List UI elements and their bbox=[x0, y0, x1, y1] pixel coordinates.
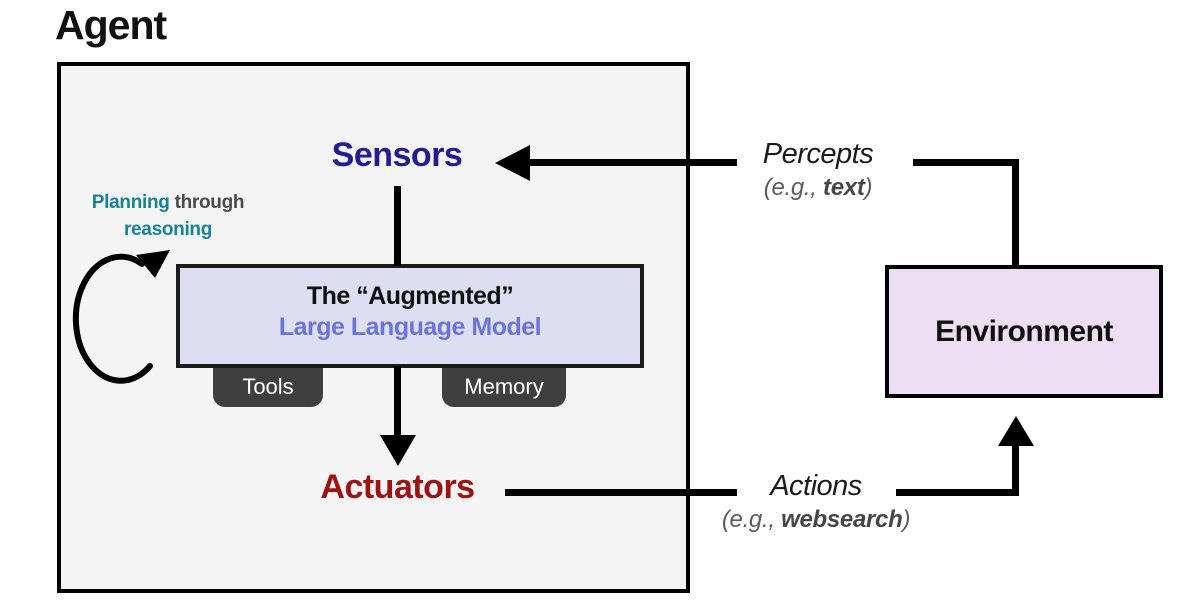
percepts-flow-label: Percepts (e.g., text) bbox=[735, 138, 901, 202]
planning-word: Planning bbox=[91, 192, 170, 213]
llm-title-line2: Large Language Model bbox=[278, 313, 542, 342]
percepts-line-vertical bbox=[1012, 159, 1019, 266]
percepts-example-keyword: text bbox=[823, 174, 865, 201]
actions-example-suffix: ) bbox=[902, 506, 911, 533]
llm-to-actuators-line bbox=[394, 366, 401, 436]
tools-tab: Tools bbox=[213, 368, 323, 407]
self-loop-arrow-icon bbox=[72, 250, 170, 384]
actions-line-left bbox=[505, 489, 737, 496]
environment-label: Environment bbox=[935, 314, 1113, 348]
actions-example-prefix: (e.g., bbox=[721, 506, 782, 533]
sensors-label: Sensors bbox=[331, 136, 463, 174]
actuators-label: Actuators bbox=[320, 468, 475, 506]
actions-arrowhead-icon bbox=[998, 416, 1034, 446]
percepts-example-prefix: (e.g., bbox=[763, 174, 824, 201]
percepts-line-right bbox=[913, 159, 1019, 166]
actions-label: Actions bbox=[770, 470, 862, 502]
actions-line-right bbox=[896, 489, 1019, 496]
actions-example: (e.g., websearch) bbox=[686, 506, 946, 534]
reasoning-word: reasoning bbox=[123, 218, 213, 240]
augmented-llm-box: The “Augmented” Large Language Model bbox=[176, 264, 644, 368]
environment-box: Environment bbox=[885, 265, 1163, 398]
percepts-arrowhead-icon bbox=[495, 145, 530, 181]
actions-flow-label: Actions (e.g., websearch) bbox=[686, 470, 946, 534]
percepts-example-suffix: ) bbox=[864, 174, 873, 201]
percepts-label: Percepts bbox=[762, 138, 874, 170]
sensors-to-llm-line bbox=[394, 186, 401, 266]
agent-title: Agent bbox=[55, 2, 167, 48]
actions-example-keyword: websearch bbox=[781, 506, 903, 533]
through-word: through bbox=[174, 192, 245, 213]
memory-tab: Memory bbox=[442, 368, 566, 407]
actions-line-vertical bbox=[1012, 443, 1019, 496]
percepts-example: (e.g., text) bbox=[735, 174, 901, 202]
planning-reasoning-label: Planning through reasoning bbox=[60, 190, 276, 243]
down-arrowhead-icon bbox=[380, 435, 416, 466]
percepts-line-left bbox=[528, 159, 737, 166]
llm-title-line1: The “Augmented” bbox=[306, 282, 514, 310]
